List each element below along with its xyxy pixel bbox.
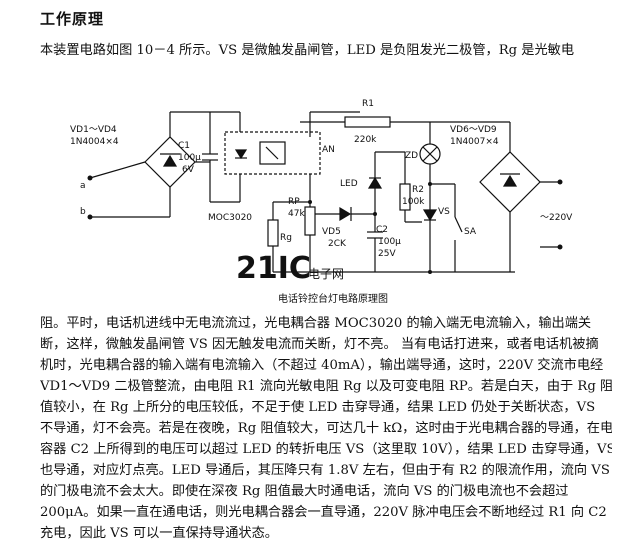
label-vs: VS bbox=[438, 207, 450, 217]
label-r2-value: 100k bbox=[402, 197, 425, 207]
label-bridge2-part: 1N4007×4 bbox=[450, 137, 499, 147]
section-heading: 工作原理 bbox=[40, 10, 105, 28]
label-terminal-b: b bbox=[80, 207, 86, 217]
label-c2: C2 bbox=[376, 225, 388, 235]
label-rp: RP bbox=[288, 197, 300, 207]
label-rg: Rg bbox=[280, 233, 292, 243]
label-r1-value: 220k bbox=[354, 135, 377, 145]
body-paragraph: 阻。平时，电话机进线中无电流流过，光电耦合器 MOC3020 的输入端无电流输入… bbox=[40, 313, 612, 544]
label-terminal-a: a bbox=[80, 181, 86, 191]
label-bridge1: VD1～VD4 bbox=[70, 125, 117, 135]
circuit-diagram: VD1～VD4 1N4004×4 a b C1 100μ 6V MOC3020 … bbox=[70, 99, 573, 305]
body-line: VD1～VD9 二极管整流，由电阻 R1 流向光敏电阻 Rg 以及可变电阻 RP… bbox=[40, 379, 612, 394]
optocoupler-box bbox=[224, 131, 321, 175]
label-mains: ～220V bbox=[540, 213, 573, 223]
body-line: 充电，因此 VS 可以一直保持导通状态。 bbox=[40, 526, 278, 541]
label-c2-voltage: 25V bbox=[378, 249, 396, 259]
label-rp-value: 47k bbox=[288, 209, 305, 219]
label-bridge2: VD6～VD9 bbox=[450, 125, 497, 135]
label-vd5: VD5 bbox=[322, 227, 341, 237]
label-zd: ZD bbox=[405, 151, 418, 161]
watermark-logo: 21IC bbox=[236, 251, 311, 286]
body-line: 值较小，在 Rg 上所分的电压较低，不足于使 LED 击穿导通，结果 LED 仍… bbox=[40, 400, 596, 415]
label-an: AN bbox=[322, 145, 335, 155]
body-line: 阻。平时，电话机进线中无电流流过，光电耦合器 MOC3020 的输入端无电流输入… bbox=[40, 316, 592, 331]
intro-paragraph: 本装置电路如图 10－4 所示。VS 是微触发晶闸管，LED 是负阻发光二极管，… bbox=[40, 40, 612, 61]
label-c1: C1 bbox=[178, 141, 190, 151]
label-r2: R2 bbox=[412, 185, 424, 195]
label-c1-value: 100μ bbox=[178, 153, 201, 163]
body-line: 机时，光电耦合器的输入端有电流输入（不超过 40mA），输出端导通，这时，220… bbox=[40, 358, 604, 373]
label-c1-voltage: 6V bbox=[182, 165, 195, 175]
label-led: LED bbox=[340, 179, 358, 189]
watermark-subtext: 电子网 bbox=[308, 267, 344, 281]
figure-caption: 电话铃控台灯电路原理图 bbox=[278, 292, 388, 305]
body-line: 不导通，灯不会亮。若是在夜晚，Rg 阻值较大，可达几十 kΩ，这时由于光电耦合器… bbox=[40, 421, 612, 436]
label-r1: R1 bbox=[362, 99, 374, 109]
label-vd5-part: 2CK bbox=[328, 239, 347, 249]
label-c2-value: 100μ bbox=[378, 237, 401, 247]
label-sa: SA bbox=[464, 227, 477, 237]
intro-line: 本装置电路如图 10－4 所示。VS 是微触发晶闸管，LED 是负阻发光二极管，… bbox=[40, 43, 575, 58]
label-bridge1-part: 1N4004×4 bbox=[70, 137, 119, 147]
body-line: 的门极电流不会太大。即使在深夜 Rg 阻值最大时通电话，流向 VS 的门极电流也… bbox=[40, 484, 569, 499]
body-line: 容器 C2 上所得到的电压可以超过 LED 的转折电压 VS（这里取 10V），… bbox=[40, 442, 612, 457]
body-line: 200μA。如果一直在通电话，则光电耦合器会一直导通，220V 脉冲电压会不断地… bbox=[40, 505, 607, 520]
label-optocoupler: MOC3020 bbox=[208, 213, 252, 223]
body-line: 断，这样，微触发晶闸管 VS 因无触发电流而关断，灯不亮。 当有电话打进来，或者… bbox=[40, 337, 599, 352]
body-line: 也导通，对应灯点亮。LED 导通后，其压降只有 1.8V 左右，但由于有 R2 … bbox=[40, 463, 610, 478]
